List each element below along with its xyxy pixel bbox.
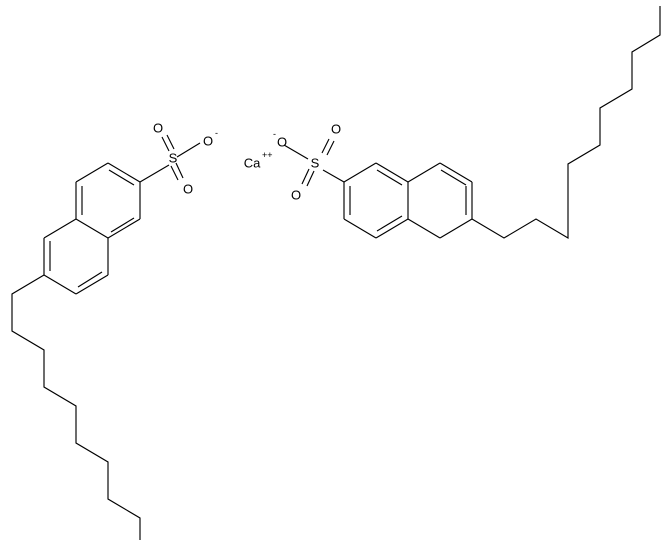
- right-negative-charge: -: [273, 129, 276, 139]
- right-oxygen-top: O: [331, 122, 341, 137]
- calcium-ion: Ca ++: [244, 150, 273, 171]
- left-ring-a-bonds: [75, 162, 141, 239]
- left-sulfur-atom: S: [169, 151, 178, 166]
- left-ring-b-bonds: [43, 218, 109, 295]
- right-sulfonate-bonds: [283, 138, 345, 187]
- right-ring-c-bonds: [343, 162, 409, 239]
- left-oxygen-bottom: O: [183, 182, 193, 197]
- left-negative-charge: -: [215, 128, 218, 138]
- left-oxygen-top: O: [153, 121, 163, 136]
- calcium-charge: ++: [262, 150, 273, 160]
- left-naphthalenesulfonate: S O O - O: [11, 121, 218, 540]
- calcium-atom: Ca: [244, 156, 261, 171]
- right-ring-d-bonds: [407, 162, 473, 239]
- right-sulfur-atom: S: [311, 156, 320, 171]
- right-naphthalenesulfonate: S - O O O: [273, 6, 661, 240]
- right-oxygen-bottom: O: [291, 188, 301, 203]
- left-oxygen-anion: O: [203, 134, 213, 149]
- left-nonyl-chain: [11, 274, 141, 540]
- right-oxygen-anion: O: [277, 135, 287, 150]
- right-nonyl-chain: [471, 6, 661, 240]
- left-sulfonate-bonds: [139, 134, 201, 183]
